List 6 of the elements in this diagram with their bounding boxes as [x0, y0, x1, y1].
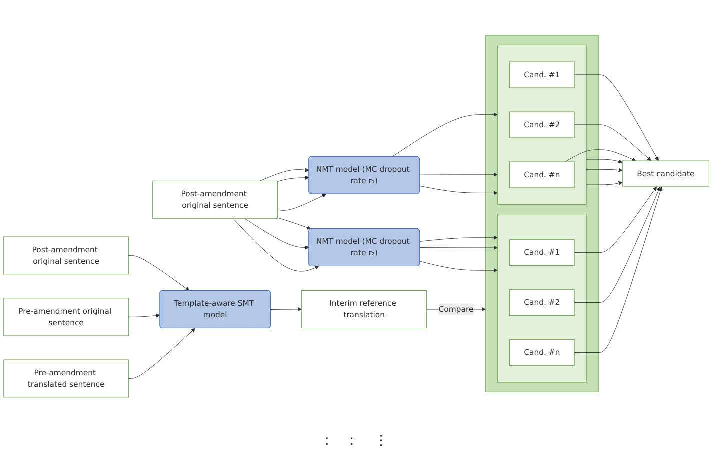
ellipsis-mark: ⋮ [374, 433, 388, 449]
cluster [497, 44, 587, 205]
ellipsis-mark: : [324, 433, 330, 449]
cluster [485, 35, 599, 392]
cluster [497, 214, 587, 383]
ellipsis-mark: : [350, 433, 354, 449]
